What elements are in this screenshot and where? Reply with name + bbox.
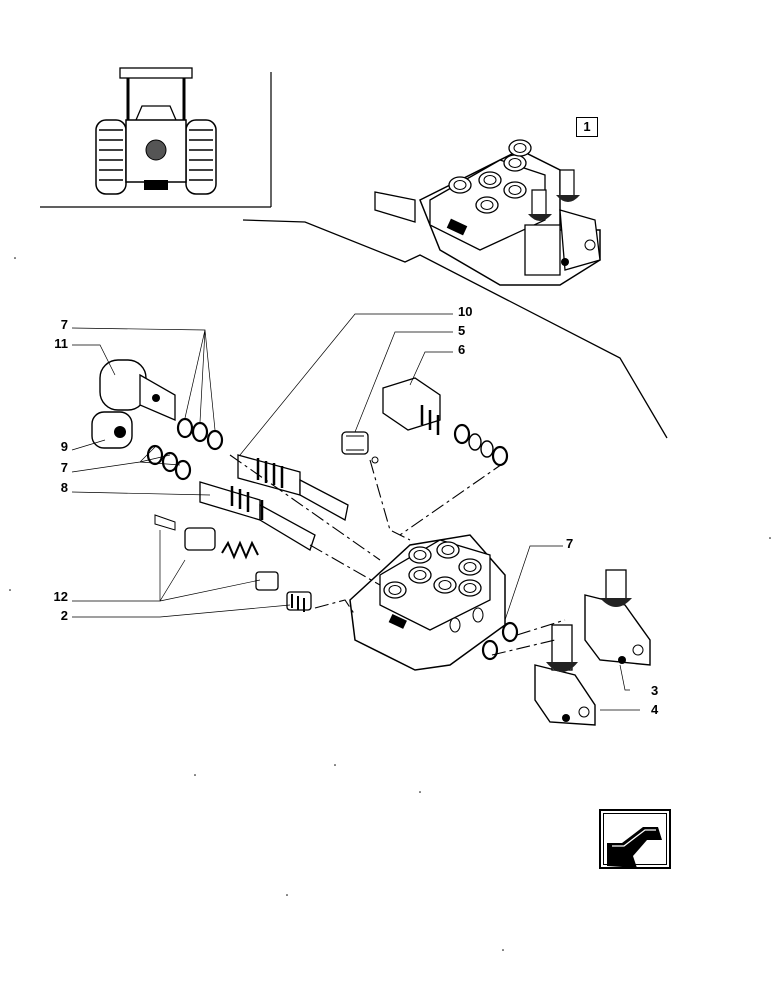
assembly-axes xyxy=(229,454,566,656)
cartridge-6 xyxy=(382,377,509,467)
callout-11: 11 xyxy=(54,336,68,351)
end-cap-3 xyxy=(584,569,651,666)
solenoid-11 xyxy=(99,359,176,421)
callout-4: 4 xyxy=(651,702,659,717)
callout-6: 6 xyxy=(458,342,466,357)
callout-7-middle: 7 xyxy=(60,460,68,475)
callout-3: 3 xyxy=(651,683,659,698)
end-cap-4 xyxy=(534,624,596,726)
spool-10 xyxy=(237,454,349,522)
callout-10: 10 xyxy=(458,304,473,319)
callout-12: 12 xyxy=(53,589,68,604)
valve-5 xyxy=(341,431,379,464)
callout-5: 5 xyxy=(458,323,466,338)
tractor-thumbnail xyxy=(40,67,272,208)
cap-9 xyxy=(91,411,133,449)
o-rings-top xyxy=(146,417,224,481)
previous-page-button[interactable] xyxy=(599,809,671,869)
thumbnail-leader xyxy=(242,219,668,439)
assembled-valve-overview xyxy=(374,139,601,286)
spool-8 xyxy=(199,481,316,551)
callout-2: 2 xyxy=(60,608,68,623)
o-rings-side xyxy=(481,621,519,661)
spring-assembly-12 xyxy=(154,514,312,612)
valve-body xyxy=(349,534,506,671)
callout-8: 8 xyxy=(60,480,68,495)
callout-leaders xyxy=(71,313,640,711)
callout-1: 1 xyxy=(576,117,598,137)
callout-9: 9 xyxy=(60,439,68,454)
callout-7-top: 7 xyxy=(60,317,68,332)
callout-7-right: 7 xyxy=(566,536,574,551)
